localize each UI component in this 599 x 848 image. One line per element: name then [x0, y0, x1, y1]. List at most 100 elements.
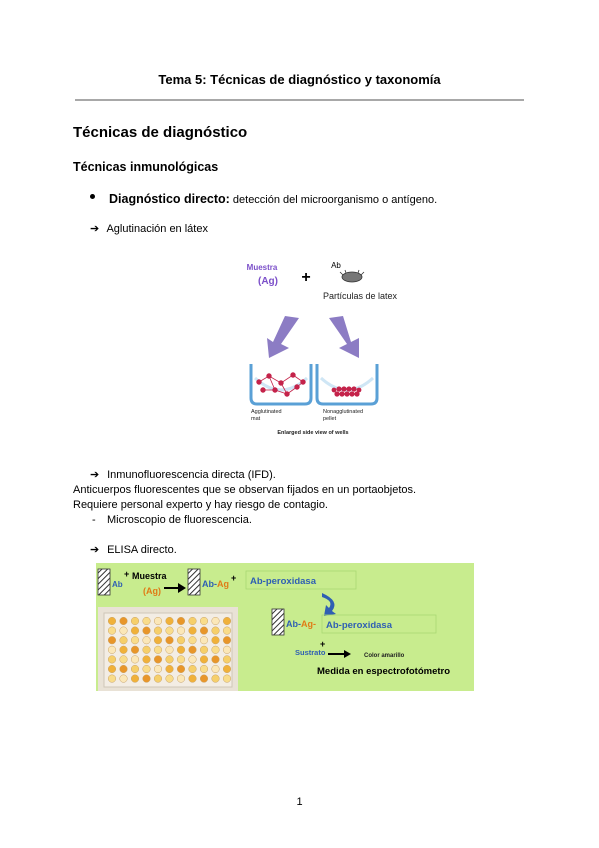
elisa-muestra-label: Muestra [132, 571, 168, 581]
arrow-right-icon: ➔ [90, 544, 100, 556]
plate-well [107, 636, 117, 645]
plate-well [222, 636, 232, 645]
section-heading: Técnicas de diagnóstico [73, 124, 248, 141]
plate-well [199, 664, 209, 674]
solid-phase-icon-2 [187, 568, 201, 596]
latex-agglutination-figure: Muestra (Ag) + Ab Partículas de latex Ag… [247, 261, 398, 436]
microplate-photo [98, 607, 238, 691]
plate-well [199, 674, 209, 683]
plate-well [119, 674, 128, 683]
bullet-dot-icon [90, 194, 95, 199]
plate-well [130, 626, 140, 635]
plate-well [222, 626, 232, 635]
solid-phase-icon-3 [271, 608, 285, 636]
plate-well [153, 655, 163, 664]
agglutinated-mat [256, 372, 306, 397]
plate-well [142, 626, 151, 635]
plate-well [142, 636, 151, 645]
plate-well [153, 664, 163, 674]
title-divider [75, 99, 524, 101]
plate-well [130, 645, 140, 654]
item-aglutinacion-label: Aglutinación en látex [106, 223, 208, 235]
plate-well [165, 674, 174, 683]
plate-well [119, 616, 128, 626]
plate-well [165, 664, 174, 674]
fig1-muestra-label: Muestra [247, 263, 278, 272]
fig1-particulas-label: Partículas de latex [323, 291, 398, 301]
plate-well [176, 674, 186, 683]
fig1-ag-label: (Ag) [258, 276, 278, 287]
item-ifd-label: Inmunofluorescencia directa (IFD). [107, 469, 276, 481]
item-elisa: ➔ ELISA directo. [90, 543, 177, 556]
elisa-ab-peroxidasa-2-label: Ab-peroxidasa [326, 620, 393, 631]
plate-well [142, 664, 151, 674]
plate-well [119, 645, 128, 654]
plate-well [130, 664, 140, 674]
plate-well [165, 636, 174, 645]
plate-well [142, 655, 151, 664]
plate-well [176, 616, 186, 626]
plate-well [211, 664, 220, 674]
plate-well [222, 616, 232, 626]
fig1-plus-sign: + [301, 269, 310, 286]
nonagglutinated-pellet [331, 386, 362, 397]
item-aglutinacion: ➔ Aglutinación en látex [90, 222, 208, 235]
plate-well [222, 655, 232, 664]
well-left-label-2: mat [251, 416, 261, 422]
plate-well [211, 655, 220, 664]
plate-well [153, 616, 163, 626]
plate-well [176, 626, 186, 635]
elisa-plus-1: + [124, 569, 129, 579]
plate-well [107, 664, 117, 674]
paragraph-requiere: Requiere personal experto y hay riesgo d… [73, 499, 328, 511]
plate-well [107, 616, 117, 626]
elisa-ag-label: (Ag) [143, 586, 161, 596]
elisa-arrow-right-icon-2 [328, 650, 351, 658]
plate-well [165, 616, 174, 626]
elisa-color-amarillo-label: Color amarillo [364, 653, 405, 659]
elisa-medida-label: Medida en espectrofotómetro [317, 666, 450, 677]
plate-well [188, 616, 197, 626]
curved-arrow-icon [322, 593, 336, 616]
item-ifd: ➔ Inmunofluorescencia directa (IFD). [90, 468, 276, 481]
plate-well [107, 655, 117, 664]
arrow-right-icon: ➔ [90, 469, 100, 481]
plate-well [222, 664, 232, 674]
plate-well [188, 626, 197, 635]
plate-well [142, 616, 151, 626]
well-right-label-2: pellet [323, 416, 337, 422]
solid-phase-icon [97, 568, 111, 596]
bullet-diagnostico-directo: Diagnóstico directo: detección del micro… [109, 192, 437, 206]
plate-well [199, 636, 209, 645]
plate-well [142, 674, 151, 683]
well-right [315, 364, 379, 406]
plate-well [176, 664, 186, 674]
fig1-ab-label: Ab [331, 261, 341, 270]
elisa-ab-ag-dash-label: Ab-Ag- [286, 619, 316, 629]
plate-well [119, 655, 128, 664]
plate-well [211, 616, 220, 626]
page-number: 1 [296, 796, 303, 808]
plate-well [165, 655, 174, 664]
plate-well [211, 674, 220, 683]
plate-well [153, 674, 163, 683]
elisa-sustrato-label: Sustrato [295, 648, 326, 657]
elisa-plus-2: + [231, 573, 236, 583]
plate-well [188, 674, 197, 683]
latex-particle-icon [339, 269, 365, 283]
plate-well [222, 674, 232, 683]
document-title: Tema 5: Técnicas de diagnóstico y taxono… [158, 72, 441, 87]
plate-well [130, 655, 140, 664]
well-left [249, 364, 313, 406]
plate-well [199, 626, 209, 635]
plate-well [176, 655, 186, 664]
plate-well [119, 636, 128, 645]
plate-well [199, 645, 209, 654]
plate-well [142, 645, 151, 654]
plate-well [153, 626, 163, 635]
fig1-caption: Enlarged side view of wells [277, 430, 348, 436]
elisa-figure: Ab + Muestra (Ag) Ab-Ag + Ab-peroxidasa … [96, 563, 474, 691]
arrow-right-icon: ➔ [90, 223, 100, 235]
plate-well [130, 616, 140, 626]
elisa-ab-peroxidasa-label: Ab-peroxidasa [250, 576, 317, 587]
